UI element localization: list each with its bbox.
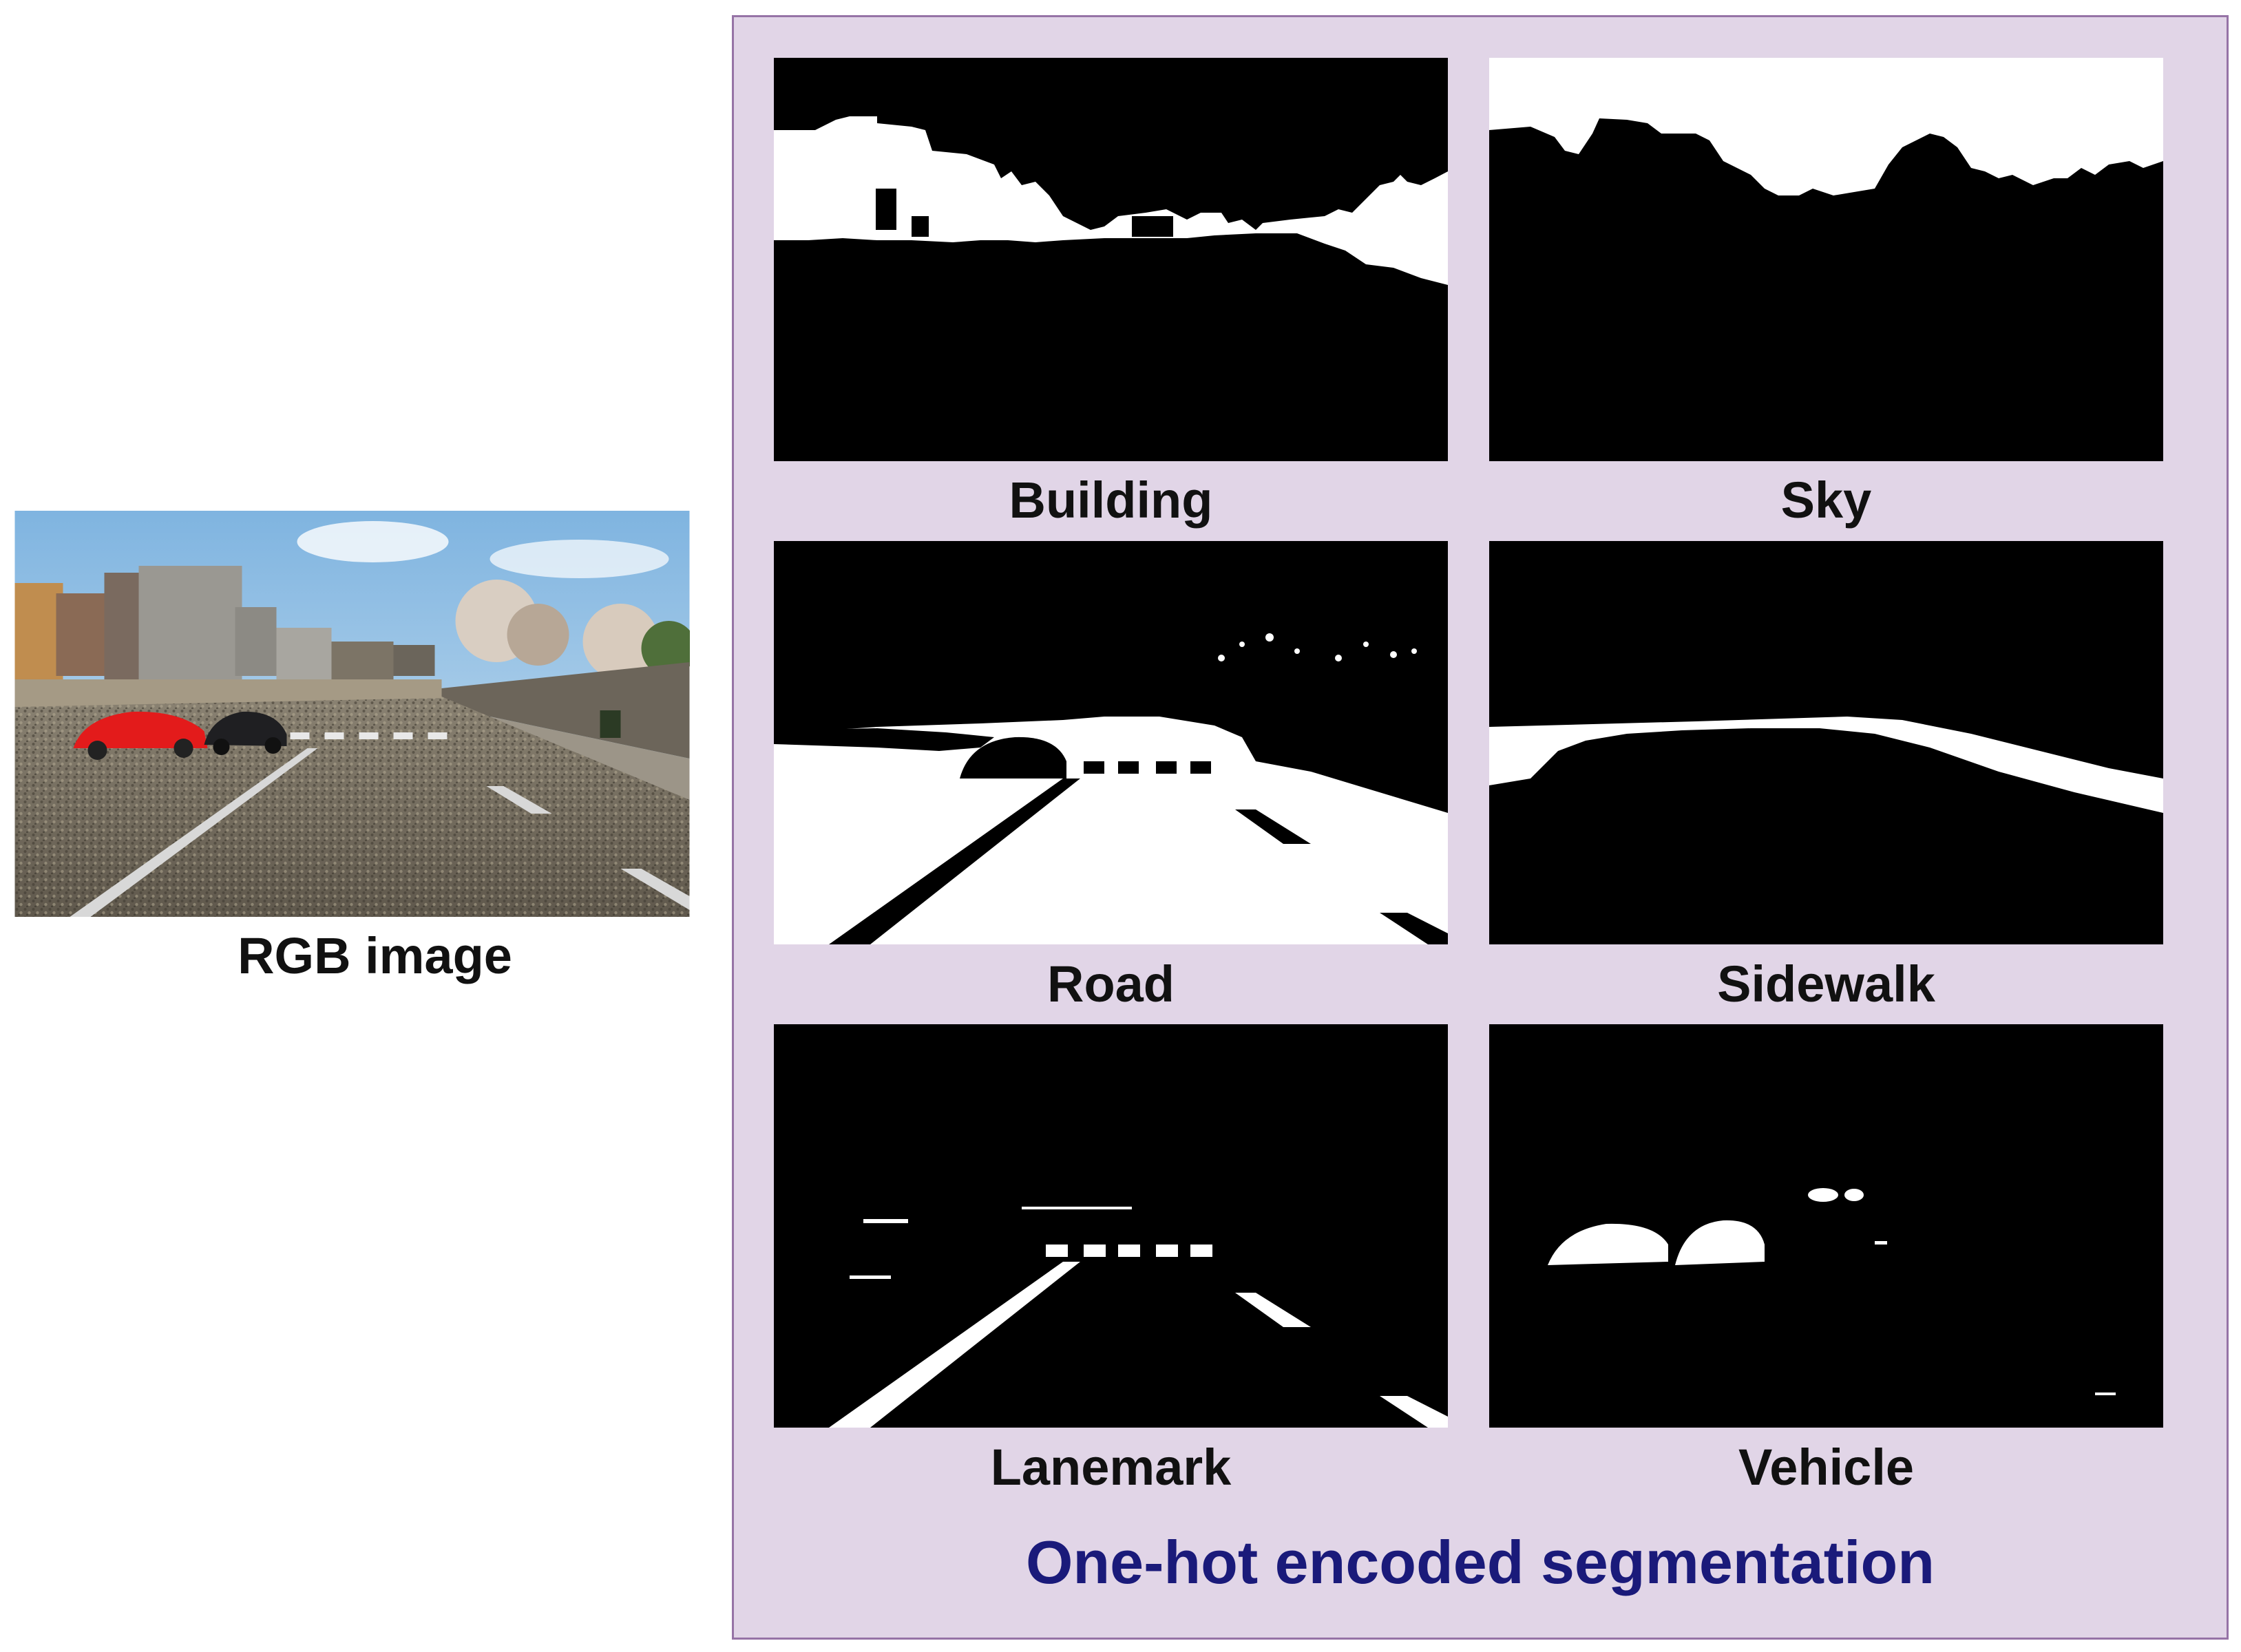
lanemark-mask bbox=[774, 1024, 1448, 1428]
sky-caption: Sky bbox=[1780, 472, 1872, 529]
building-caption: Building bbox=[1009, 472, 1213, 529]
segmentation-title: One-hot encoded segmentation bbox=[1025, 1528, 1935, 1596]
vehicle-mask bbox=[1489, 1024, 2163, 1428]
sidewalk-mask bbox=[1489, 541, 2163, 944]
rgb-image-caption: RGB image bbox=[238, 927, 512, 984]
rgb-image bbox=[14, 511, 690, 917]
vehicle-caption: Vehicle bbox=[1738, 1439, 1915, 1496]
road-caption: Road bbox=[1047, 955, 1175, 1013]
lanemark-caption: Lanemark bbox=[990, 1439, 1232, 1496]
road-mask bbox=[774, 541, 1448, 944]
sky-mask bbox=[1489, 58, 2163, 461]
building-mask bbox=[774, 58, 1448, 461]
sidewalk-caption: Sidewalk bbox=[1717, 955, 1935, 1013]
